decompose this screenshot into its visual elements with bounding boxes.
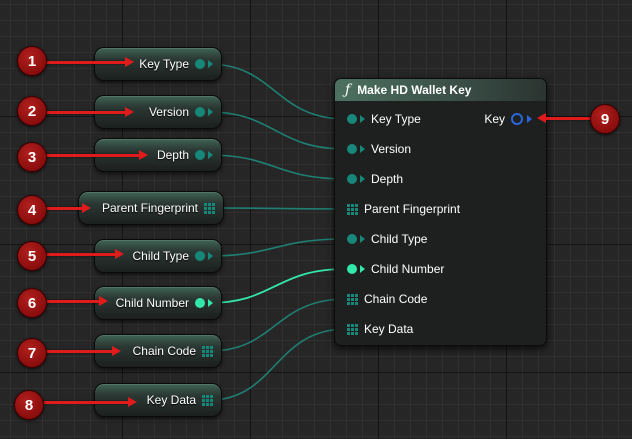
circle-pin-icon[interactable] bbox=[347, 144, 357, 154]
circle-pin-icon[interactable] bbox=[347, 114, 357, 124]
input-pin-depth[interactable]: Depth bbox=[347, 171, 403, 187]
pin-arrow-icon bbox=[208, 252, 213, 260]
callout-marker: 4 bbox=[17, 195, 47, 225]
pin-label: Depth bbox=[371, 172, 404, 186]
circle-pin-icon[interactable] bbox=[347, 234, 357, 244]
node-title: Make HD Wallet Key bbox=[357, 83, 472, 97]
callout-arrow bbox=[44, 296, 108, 306]
pin-label: Parent Fingerprint bbox=[364, 202, 461, 216]
variable-node-key-data[interactable]: Key Data bbox=[94, 383, 222, 417]
callout-arrow bbox=[44, 150, 148, 160]
pin-arrow-icon bbox=[360, 145, 365, 153]
variable-label: Parent Fingerprint bbox=[101, 201, 198, 215]
callout-marker: 6 bbox=[17, 288, 47, 318]
wire-chain-code bbox=[209, 298, 347, 352]
pin-arrow-icon bbox=[208, 299, 213, 307]
callout-marker: 8 bbox=[14, 390, 44, 420]
pin-arrow-icon bbox=[208, 60, 213, 68]
wire-version bbox=[207, 111, 347, 150]
pin-label: Key bbox=[484, 112, 505, 126]
pin-arrow-icon bbox=[208, 151, 213, 159]
pin-arrow-icon bbox=[527, 115, 532, 123]
pin-arrow-icon bbox=[360, 175, 365, 183]
circle-pin-icon[interactable] bbox=[195, 59, 205, 69]
pin-arrow-icon bbox=[360, 235, 365, 243]
variable-label: Depth bbox=[156, 148, 189, 162]
input-pin-child-type[interactable]: Child Type bbox=[347, 231, 427, 247]
callout-arrow bbox=[44, 249, 124, 259]
input-pin-version[interactable]: Version bbox=[347, 141, 411, 157]
variable-node-key-type[interactable]: Key Type bbox=[94, 47, 222, 81]
variable-node-parent-fingerprint[interactable]: Parent Fingerprint bbox=[78, 191, 224, 225]
variable-label: Child Number bbox=[115, 296, 189, 310]
array-pin-icon[interactable] bbox=[347, 203, 358, 215]
wire-key-type bbox=[207, 63, 347, 120]
wire-parent-fingerprint bbox=[209, 207, 347, 210]
input-pin-chain-code[interactable]: Chain Code bbox=[347, 291, 427, 307]
function-icon: ƒ bbox=[345, 82, 351, 98]
wire-depth bbox=[207, 154, 347, 180]
input-pin-key-type[interactable]: Key Type bbox=[347, 111, 421, 127]
callout-arrow bbox=[44, 397, 137, 407]
variable-label: Key Type bbox=[139, 57, 189, 71]
circle-pin-icon[interactable] bbox=[195, 150, 205, 160]
variable-label: Key Data bbox=[146, 393, 196, 407]
callout-marker: 3 bbox=[17, 142, 47, 172]
variable-label: Version bbox=[148, 105, 189, 119]
pin-arrow-icon bbox=[208, 108, 213, 116]
callout-arrow bbox=[44, 203, 91, 213]
array-pin-icon[interactable] bbox=[204, 202, 215, 214]
circle-pin-icon[interactable] bbox=[195, 107, 205, 117]
pin-arrow-icon bbox=[360, 265, 365, 273]
pin-label: Child Type bbox=[371, 232, 428, 246]
variable-label: Chain Code bbox=[132, 344, 196, 358]
callout-arrow bbox=[44, 57, 134, 67]
pin-label: Key Type bbox=[371, 112, 421, 126]
node-header[interactable]: ƒ Make HD Wallet Key bbox=[335, 79, 546, 101]
input-pin-child-number[interactable]: Child Number bbox=[347, 261, 444, 277]
input-pin-parent-fingerprint[interactable]: Parent Fingerprint bbox=[347, 201, 460, 217]
pin-arrow-icon bbox=[360, 115, 365, 123]
callout-marker: 5 bbox=[17, 241, 47, 271]
make-hd-wallet-key-node[interactable]: ƒ Make HD Wallet Key Key Type Version De… bbox=[334, 78, 547, 346]
output-pin-key[interactable]: Key bbox=[484, 111, 532, 127]
variable-label: Child Type bbox=[132, 249, 189, 263]
wire-key-data bbox=[209, 328, 347, 401]
pin-label: Child Number bbox=[371, 262, 445, 276]
input-pin-key-data[interactable]: Key Data bbox=[347, 321, 413, 337]
array-pin-icon[interactable] bbox=[347, 293, 358, 305]
callout-arrow bbox=[44, 107, 134, 117]
wire-child-number bbox=[207, 268, 347, 304]
wire-child-type bbox=[207, 238, 347, 257]
callout-arrow bbox=[44, 346, 121, 356]
array-pin-icon[interactable] bbox=[202, 394, 213, 406]
circle-pin-icon[interactable] bbox=[347, 174, 357, 184]
pin-label: Version bbox=[371, 142, 412, 156]
callout-marker: 7 bbox=[17, 338, 47, 368]
circle-pin-icon[interactable] bbox=[347, 264, 357, 274]
array-pin-icon[interactable] bbox=[202, 345, 213, 357]
variable-node-child-type[interactable]: Child Type bbox=[94, 239, 222, 273]
callout-arrow bbox=[537, 113, 592, 123]
struct-pin-icon[interactable] bbox=[511, 113, 523, 125]
pin-label: Key Data bbox=[364, 322, 414, 336]
callout-marker: 9 bbox=[590, 104, 620, 134]
circle-pin-icon[interactable] bbox=[195, 251, 205, 261]
callout-marker: 2 bbox=[17, 96, 47, 126]
array-pin-icon[interactable] bbox=[347, 323, 358, 335]
variable-node-child-number[interactable]: Child Number bbox=[94, 286, 222, 320]
circle-pin-icon[interactable] bbox=[195, 298, 205, 308]
callout-marker: 1 bbox=[17, 46, 47, 76]
pin-label: Chain Code bbox=[364, 292, 428, 306]
